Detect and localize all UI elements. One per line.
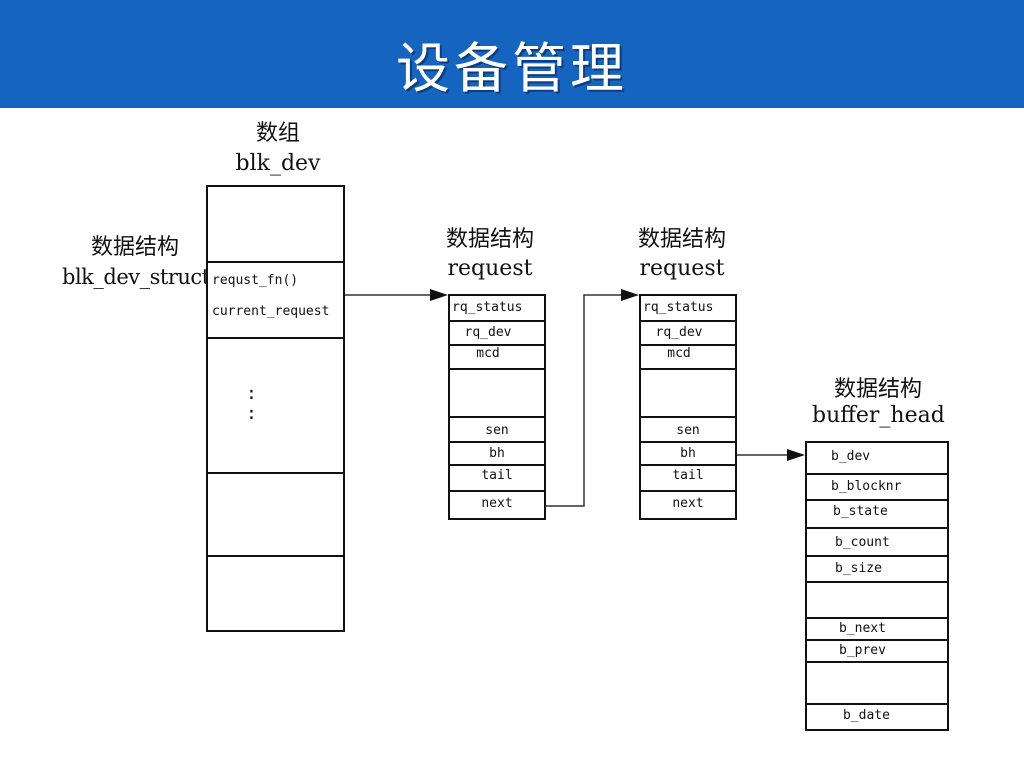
ellipsis-dots: : bbox=[246, 403, 257, 424]
divider bbox=[807, 703, 947, 705]
divider bbox=[450, 464, 544, 466]
divider bbox=[641, 441, 735, 443]
field-b-blocknr: b_blocknr bbox=[831, 479, 902, 494]
divider bbox=[208, 337, 343, 339]
divider bbox=[450, 320, 544, 322]
divider bbox=[807, 473, 947, 475]
field-mcd: mcd bbox=[667, 346, 691, 361]
divider bbox=[450, 490, 544, 492]
ellipsis-dots: : bbox=[246, 383, 257, 404]
field-bh: bh bbox=[489, 446, 505, 461]
request1-label-line2: request bbox=[447, 256, 533, 281]
divider bbox=[641, 368, 735, 370]
field-b-next: b_next bbox=[839, 621, 886, 636]
divider bbox=[807, 639, 947, 641]
divider bbox=[807, 581, 947, 583]
blk-dev-array: requst_fn() current_request : : bbox=[206, 185, 345, 632]
field-next: next bbox=[672, 496, 704, 511]
field-tail: tail bbox=[672, 468, 704, 483]
arrowhead bbox=[621, 289, 639, 301]
request1-label-line1: 数据结构 bbox=[445, 227, 534, 252]
divider bbox=[450, 368, 544, 370]
field-b-prev: b_prev bbox=[839, 643, 886, 658]
field-sen: sen bbox=[485, 423, 509, 438]
field-rq-dev: rq_dev bbox=[464, 325, 512, 340]
divider bbox=[807, 661, 947, 663]
arrowhead bbox=[430, 289, 448, 301]
divider bbox=[807, 499, 947, 501]
divider bbox=[641, 490, 735, 492]
request2-struct: rq_status rq_dev mcd sen bh tail next bbox=[639, 294, 737, 520]
field-tail: tail bbox=[481, 468, 513, 483]
field-rq-dev: rq_dev bbox=[655, 325, 703, 340]
field-next: next bbox=[481, 496, 513, 511]
divider bbox=[641, 416, 735, 418]
field-current-request: current_request bbox=[212, 304, 330, 319]
field-mcd: mcd bbox=[476, 346, 500, 361]
divider bbox=[641, 320, 735, 322]
blk-dev-caption-line2: blk_dev bbox=[235, 151, 321, 176]
divider bbox=[208, 261, 343, 263]
arrowhead bbox=[787, 449, 805, 461]
slide-title: 设备管理 bbox=[396, 37, 628, 100]
field-requst-fn: requst_fn() bbox=[212, 273, 299, 288]
divider bbox=[450, 344, 544, 346]
arrow-request1-next-to-request2 bbox=[546, 294, 623, 507]
blk-dev-struct-label-line1: 数据结构 bbox=[90, 235, 179, 260]
blk-dev-caption-line1: 数组 bbox=[255, 121, 300, 146]
divider bbox=[807, 617, 947, 619]
divider bbox=[208, 472, 343, 474]
field-b-dev: b_dev bbox=[831, 449, 871, 464]
divider bbox=[641, 464, 735, 466]
field-b-state: b_state bbox=[833, 504, 888, 519]
field-b-date: b_date bbox=[843, 708, 890, 723]
buffer-head-label-line2: buffer_head bbox=[812, 403, 945, 428]
request2-label-line2: request bbox=[639, 256, 725, 281]
buffer-head-label-line1: 数据结构 bbox=[833, 377, 922, 402]
divider bbox=[641, 344, 735, 346]
field-bh: bh bbox=[680, 446, 696, 461]
field-b-size: b_size bbox=[835, 561, 882, 576]
divider bbox=[450, 441, 544, 443]
divider bbox=[807, 527, 947, 529]
request1-struct: rq_status rq_dev mcd sen bh tail next bbox=[448, 294, 546, 520]
field-b-count: b_count bbox=[835, 535, 890, 550]
blk-dev-struct-label-line2: blk_dev_struct bbox=[62, 265, 210, 289]
divider bbox=[450, 416, 544, 418]
request2-label-line1: 数据结构 bbox=[637, 227, 726, 252]
title-banner: 设备管理 bbox=[0, 0, 1024, 108]
divider bbox=[208, 555, 343, 557]
field-sen: sen bbox=[676, 423, 700, 438]
field-rq-status: rq_status bbox=[643, 300, 714, 315]
divider bbox=[807, 555, 947, 557]
field-rq-status: rq_status bbox=[452, 300, 523, 315]
buffer-head-struct: b_dev b_blocknr b_state b_count b_size b… bbox=[805, 441, 949, 731]
